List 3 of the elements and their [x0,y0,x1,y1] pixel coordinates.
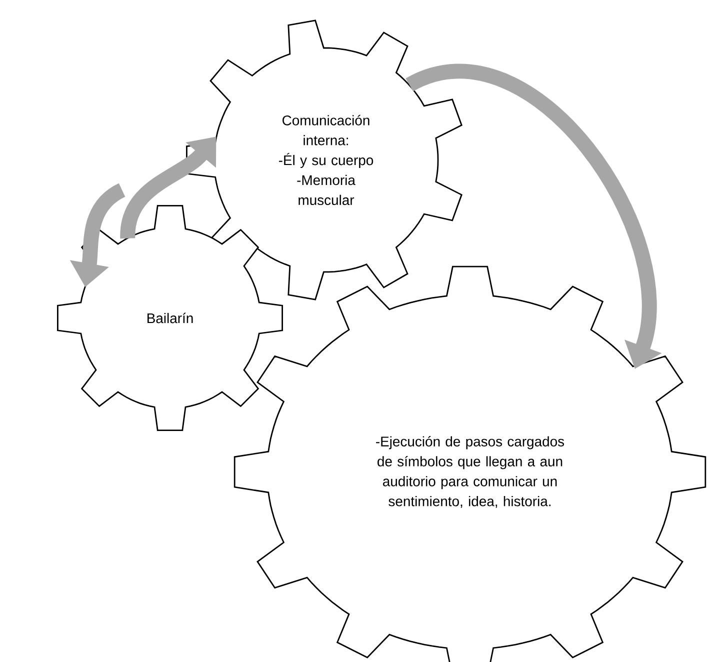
gear-label: -Ejecución de pasos cargados de símbolos que llegan a aun auditorio para comunicar un sentimiento, idea, historia. [376,436,564,508]
gear-label: Bailarín [148,312,193,324]
gear-label: Comunicación interna: -Él y su cuerpo -Memoria muscular [278,114,374,206]
